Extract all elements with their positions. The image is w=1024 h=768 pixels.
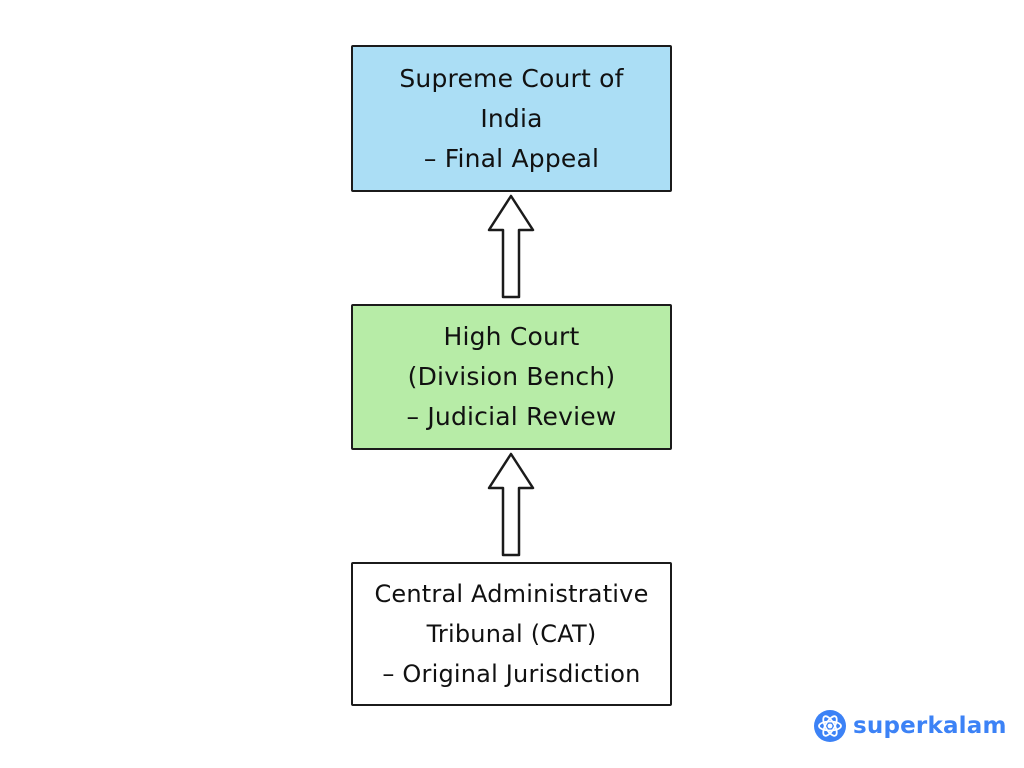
- node-cat-line-2: Tribunal (CAT): [426, 620, 597, 648]
- node-supreme-court-line-2: India: [480, 103, 543, 133]
- node-high-court: High Court (Division Bench) – Judicial R…: [351, 304, 672, 450]
- superkalam-logo: superkalam: [813, 709, 1007, 743]
- logo-text: superkalam: [853, 713, 1007, 739]
- node-high-court-line-3: – Judicial Review: [406, 402, 617, 431]
- node-supreme-court-line-1: Supreme Court of: [399, 63, 624, 93]
- atom-icon: [814, 710, 846, 742]
- arrow-cat-to-high-court: [487, 452, 535, 557]
- arrow-high-court-to-supreme-court: [487, 194, 535, 299]
- node-cat-line-1: Central Administrative: [374, 580, 649, 608]
- node-high-court-line-1: High Court: [443, 322, 580, 351]
- node-cat: Central Administrative Tribunal (CAT) – …: [351, 562, 672, 706]
- node-cat-line-3: – Original Jurisdiction: [382, 660, 641, 688]
- node-high-court-line-2: (Division Bench): [407, 362, 616, 391]
- node-supreme-court-line-3: – Final Appeal: [423, 143, 600, 173]
- node-supreme-court: Supreme Court of India – Final Appeal: [351, 45, 672, 192]
